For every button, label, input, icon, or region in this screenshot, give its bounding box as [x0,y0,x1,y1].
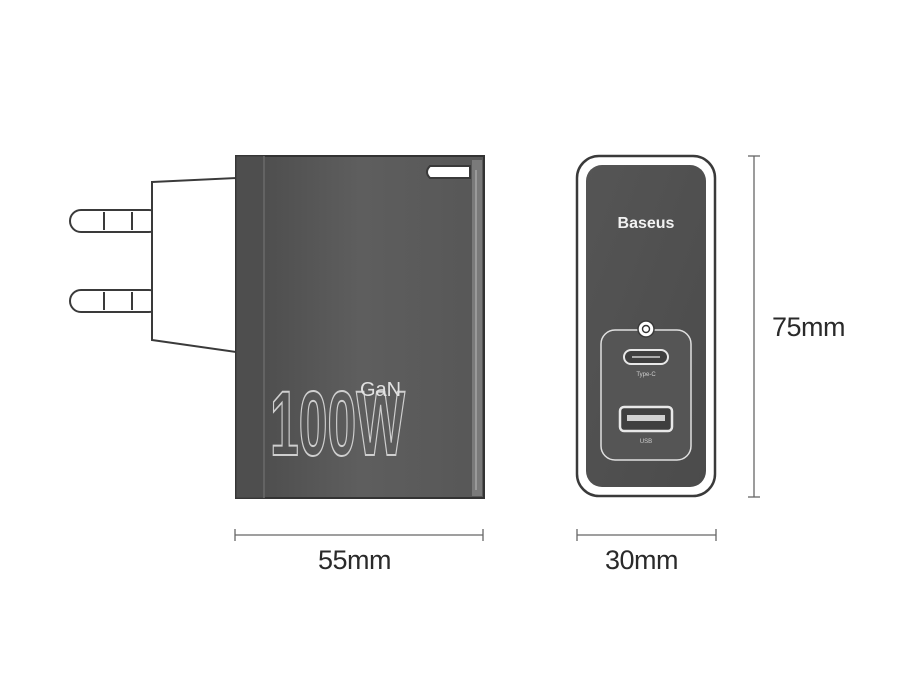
indicator-slot [426,165,471,179]
depth-dimension-line [576,529,717,541]
width-label: 55mm [318,545,392,575]
height-label: 75mm [772,312,846,342]
front-view: Baseus Type-C USB [575,154,717,498]
width-dimension-line [234,529,484,541]
height-dimension-line [748,155,760,498]
tech-label: GaN [360,379,401,401]
charger-body-side [235,155,485,499]
brand-logo: Baseus [618,215,675,232]
side-view: 100W GaN [69,155,485,499]
port-a-label: USB [640,439,652,445]
depth-label: 30mm [605,545,679,575]
plug-pin-lower [69,289,161,313]
plug-base [151,176,237,354]
power-label: 100W [270,373,405,475]
port-c-label: Type-C [636,372,656,378]
power-indicator-icon [637,320,655,338]
power-emboss: 100W GaN [269,372,406,476]
plug-pin-upper [69,209,161,233]
